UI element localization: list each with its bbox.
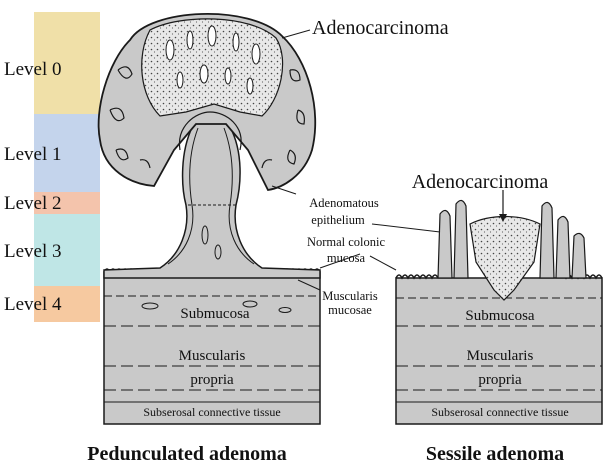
adenomatous-label-1: Adenomatous xyxy=(309,196,379,210)
normal-mucosa-label-2: mucosa xyxy=(327,251,366,265)
normal-mucosa-label-1: Normal colonic xyxy=(307,235,386,249)
level-2-label: Level 2 xyxy=(4,193,62,214)
pedunculated-wall xyxy=(104,269,320,424)
sessile-caption: Sessile adenoma xyxy=(426,443,564,465)
level-0-label: Level 0 xyxy=(4,59,62,80)
sessile-submucosa-label: Submucosa xyxy=(465,308,535,324)
pedunculated-caption: Pedunculated adenoma xyxy=(87,443,286,465)
pedunculated-propria-label: propria xyxy=(190,372,234,388)
level-1-label: Level 1 xyxy=(4,144,62,165)
pedunculated-adenocarcinoma-label: Adenocarcinoma xyxy=(312,17,449,39)
sessile-propria-label: propria xyxy=(478,372,522,388)
pedunculated-subserosal-label: Subserosal connective tissue xyxy=(143,405,280,419)
pedunculated-submucosa-label: Submucosa xyxy=(180,306,250,322)
muscularis-mucosae-label-1: Muscularis xyxy=(322,289,378,303)
adenomatous-label-2: epithelium xyxy=(311,213,365,227)
pedunculated-muscularis-label: Muscularis xyxy=(179,348,246,364)
level-3-label: Level 3 xyxy=(4,241,62,262)
sessile-adenocarcinoma-label: Adenocarcinoma xyxy=(412,171,549,193)
sessile-subserosal-label: Subserosal connective tissue xyxy=(431,405,568,419)
sessile-muscularis-label: Muscularis xyxy=(467,348,534,364)
muscularis-mucosae-label-2: mucosae xyxy=(328,303,372,317)
level-4-label: Level 4 xyxy=(4,294,62,315)
sessile-adenoma xyxy=(396,190,602,424)
